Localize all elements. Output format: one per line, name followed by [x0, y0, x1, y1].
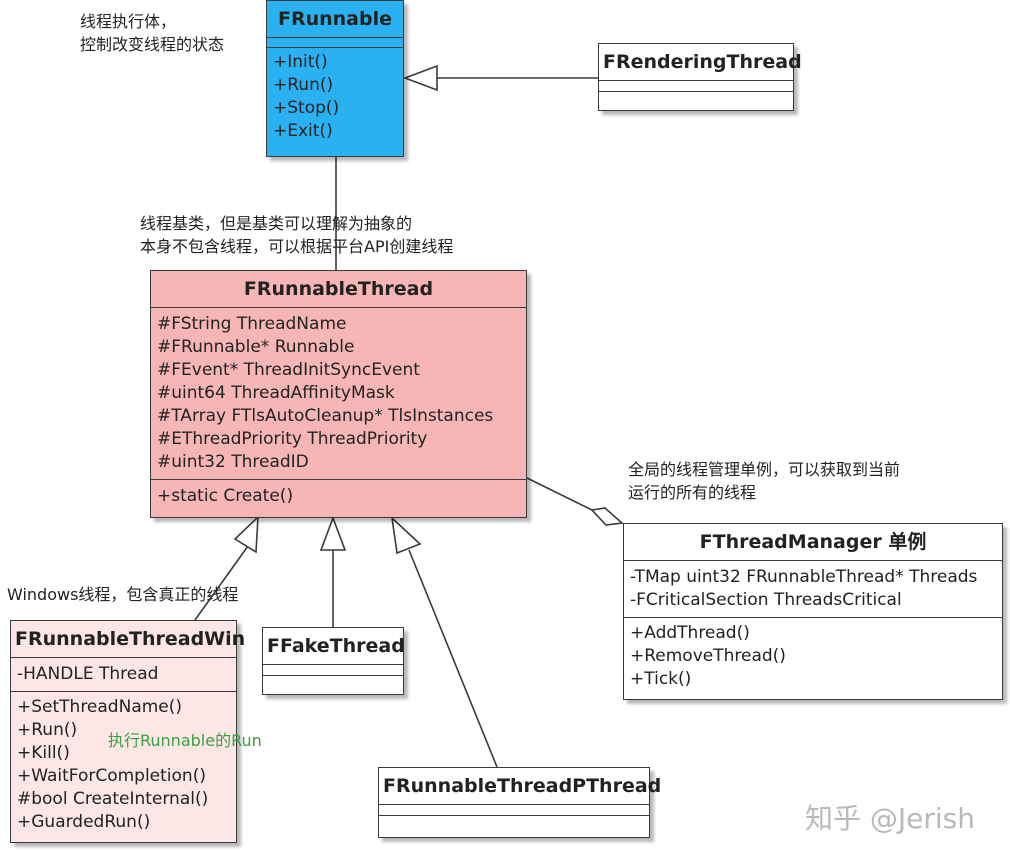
class-name: FThreadManager 单例: [624, 524, 1002, 561]
frenderingthread-class: FRenderingThread: [598, 43, 802, 111]
fthreadmanager-class: FThreadManager 单例 -TMap uint32 FRunnable…: [623, 523, 1003, 700]
method: +WaitForCompletion(): [17, 766, 206, 786]
note-line: 线程基类，但是基类可以理解为抽象的: [140, 214, 413, 233]
method: +RemoveThread(): [630, 646, 786, 666]
attribute: #uint32 ThreadID: [157, 452, 309, 472]
attributes-section: -TMap uint32 FRunnableThread* Threads -F…: [624, 561, 1002, 618]
methods-section: +Init() +Run() +Stop() +Exit(): [267, 48, 403, 146]
ffakethread-class: FFakeThread: [262, 627, 405, 695]
attributes-section: [267, 38, 403, 48]
attribute: #uint64 ThreadAffinityMask: [157, 383, 395, 403]
method: +static Create(): [157, 486, 294, 506]
method: +Tick(): [630, 669, 692, 689]
note-line: 全局的线程管理单例，可以获取到当前: [628, 460, 901, 479]
frunnablethread-class: FRunnableThread #FString ThreadName #FRu…: [150, 270, 527, 518]
win-inherit-line: [194, 545, 249, 621]
note-line: 线程执行体，: [80, 12, 177, 31]
win-inherit-arrowhead: [233, 515, 259, 554]
thread-base-note: 线程基类，但是基类可以理解为抽象的 本身不包含线程，可以根据平台API创建线程: [140, 212, 453, 258]
methods-section: +AddThread() +RemoveThread() +Tick(): [624, 618, 1002, 694]
attributes-section: #FString ThreadName #FRunnable* Runnable…: [151, 308, 526, 480]
frunnable-class: FRunnable +Init() +Run() +Stop() +Exit(): [266, 0, 404, 157]
windows-note: Windows线程，包含真正的线程: [7, 585, 239, 604]
method: +Run(): [273, 75, 334, 95]
run-note: 执行Runnable的Run: [108, 731, 262, 750]
manager-aggregation-line: [526, 477, 593, 511]
manager-aggregation-diamond: [590, 507, 624, 526]
attributes-section: -HANDLE Thread: [11, 658, 236, 692]
watermark: 知乎 @Jerish: [805, 802, 976, 835]
rendering-inherit-arrowhead: [402, 64, 438, 92]
note-line: 控制改变线程的状态: [80, 35, 225, 54]
class-name: FRunnable: [267, 1, 403, 38]
method: +Run(): [17, 720, 78, 740]
method: #bool CreateInternal(): [17, 789, 209, 809]
methods-section: +static Create(): [151, 480, 526, 511]
method: +Exit(): [273, 121, 333, 141]
class-name: FRenderingThread: [599, 44, 802, 81]
manager-note: 全局的线程管理单例，可以获取到当前 运行的所有的线程: [628, 458, 900, 504]
note-line: 本身不包含线程，可以根据平台API创建线程: [140, 237, 454, 256]
methods-section: [263, 676, 403, 686]
frunnablethreadpthread-class: FRunnableThreadPThread: [378, 767, 661, 838]
attribute: #FEvent* ThreadInitSyncEvent: [157, 360, 420, 380]
frunnable-note: 线程执行体， 控制改变线程的状态: [80, 10, 224, 56]
method: +SetThreadName(): [17, 697, 183, 717]
pthread-inherit-arrowhead: [390, 515, 422, 555]
methods-section: [599, 92, 793, 102]
class-name: FRunnableThread: [151, 271, 526, 308]
method: +Init(): [273, 52, 328, 72]
method: +Kill(): [17, 743, 70, 763]
attributes-section: [379, 805, 649, 816]
method: +GuardedRun(): [17, 812, 151, 832]
methods-section: [379, 816, 649, 826]
attribute: #TArray FTlsAutoCleanup* TlsInstances: [157, 406, 494, 426]
methods-section: +SetThreadName() +Run() +Kill() +WaitFor…: [11, 692, 236, 837]
attribute: #EThreadPriority ThreadPriority: [157, 429, 428, 449]
pthread-inherit-line: [408, 549, 498, 768]
frunnablethreadwin-class: FRunnableThreadWin -HANDLE Thread +SetTh…: [10, 620, 245, 843]
attribute: -TMap uint32 FRunnableThread* Threads: [630, 567, 978, 587]
fake-inherit-arrowhead: [319, 515, 347, 551]
class-name: FRunnableThreadPThread: [379, 768, 661, 805]
method: +Stop(): [273, 98, 340, 118]
class-name: FRunnableThreadWin: [11, 621, 245, 658]
method: +AddThread(): [630, 623, 750, 643]
class-name: FFakeThread: [263, 628, 405, 665]
note-line: 运行的所有的线程: [628, 483, 757, 502]
attribute: -FCriticalSection ThreadsCritical: [630, 590, 902, 610]
attribute: -HANDLE Thread: [17, 664, 159, 684]
attributes-section: [599, 81, 793, 92]
attributes-section: [263, 665, 403, 676]
attribute: #FString ThreadName: [157, 314, 347, 334]
attribute: #FRunnable* Runnable: [157, 337, 355, 357]
